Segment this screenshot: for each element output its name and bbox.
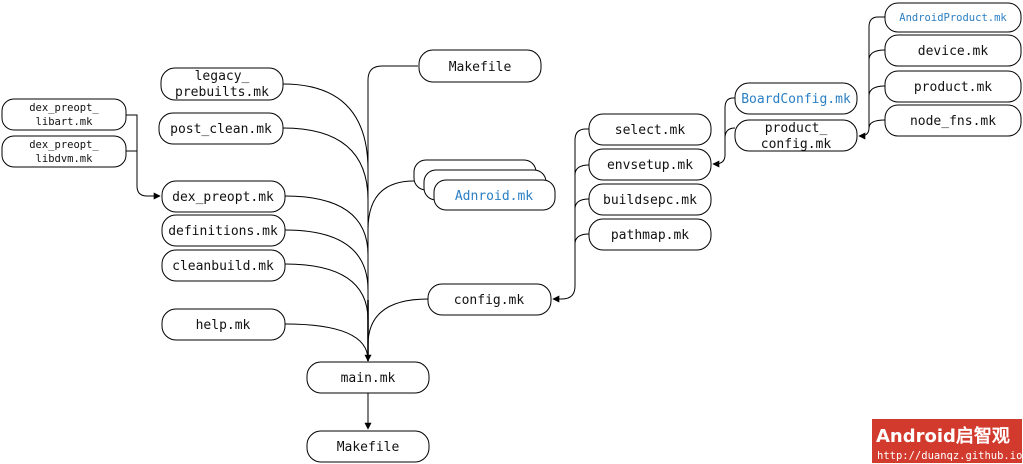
node-dex-preopt-libdvm[interactable]: dex_preopt_ libdvm.mk <box>1 135 127 168</box>
edge-node-fns-to-product-config <box>868 119 886 129</box>
node-post-clean-label: post_clean.mk <box>170 122 272 137</box>
node-dex-preopt-libdvm-label-1: dex_preopt_ <box>29 139 99 151</box>
node-androidproduct[interactable]: AndroidProduct.mk <box>884 2 1022 33</box>
node-boardconfig-label: BoardConfig.mk <box>741 92 851 107</box>
edge-boardconfig-to-envsetup <box>712 97 735 168</box>
node-dex-preopt-libart-label-2: libart.mk <box>36 116 94 128</box>
edge-config-to-main <box>367 298 429 346</box>
node-post-clean[interactable]: post_clean.mk <box>158 112 284 145</box>
node-definitions[interactable]: definitions.mk <box>161 214 286 247</box>
node-dex-preopt[interactable]: dex_preopt.mk <box>161 180 286 213</box>
watermark-url: http://duanqz.github.io <box>877 450 1022 462</box>
edge-cleanbuild-to-main <box>284 263 369 321</box>
edge-select-to-config <box>552 128 589 303</box>
node-makefile-bottom[interactable]: Makefile <box>306 430 430 463</box>
node-dex-preopt-libdvm-label-2: libdvm.mk <box>36 153 94 165</box>
node-envsetup[interactable]: envsetup.mk <box>588 148 712 181</box>
node-product-label: product.mk <box>914 80 992 95</box>
edge-androidproduct-to-product-config <box>858 16 885 140</box>
edge-android-mk-to-main <box>367 180 415 231</box>
edge-help-to-main <box>284 323 369 361</box>
node-pathmap[interactable]: pathmap.mk <box>588 218 712 251</box>
node-product[interactable]: product.mk <box>884 70 1022 103</box>
node-config-label: config.mk <box>454 293 525 308</box>
edge-product-to-product-config <box>868 85 886 97</box>
node-main[interactable]: main.mk <box>306 361 430 394</box>
node-dex-preopt-libart[interactable]: dex_preopt_ libart.mk <box>1 98 127 131</box>
edge-buildspec-to-config <box>574 198 590 210</box>
edge-post-clean-to-main <box>282 127 369 201</box>
edge-definitions-to-main <box>284 229 369 291</box>
node-node-fns[interactable]: node_fns.mk <box>884 104 1022 137</box>
watermark: Android启智观 http://duanqz.github.io <box>872 419 1022 463</box>
node-boardconfig[interactable]: BoardConfig.mk <box>734 82 858 115</box>
node-help-label: help.mk <box>196 318 251 333</box>
node-legacy-prebuilts-label-1: legacy_ <box>195 69 250 84</box>
node-main-label: main.mk <box>341 371 396 386</box>
edge-device-to-product-config <box>868 49 886 61</box>
edge-pathmap-to-config <box>574 233 590 245</box>
node-makefile-top-label: Makefile <box>449 60 512 75</box>
edge-envsetup-to-config <box>574 164 590 176</box>
node-envsetup-label: envsetup.mk <box>607 158 693 173</box>
node-node-fns-label: node_fns.mk <box>910 114 996 129</box>
edge-libart-to-dex-preopt <box>126 114 161 200</box>
node-dex-preopt-label: dex_preopt.mk <box>172 190 274 205</box>
node-legacy-prebuilts-label-2: prebuilts.mk <box>175 85 269 100</box>
node-dex-preopt-libart-label-1: dex_preopt_ <box>29 102 99 114</box>
node-pathmap-label: pathmap.mk <box>611 228 689 243</box>
node-device-label: device.mk <box>918 44 989 59</box>
node-product-config-label-1: product_ <box>765 121 828 136</box>
edge-product-config-to-envsetup <box>724 127 736 139</box>
node-help[interactable]: help.mk <box>161 308 286 341</box>
node-buildspec[interactable]: buildsepc.mk <box>588 183 712 216</box>
node-legacy-prebuilts[interactable]: legacy_ prebuilts.mk <box>160 67 284 101</box>
node-product-config[interactable]: product_ config.mk <box>734 119 858 152</box>
node-device[interactable]: device.mk <box>884 34 1022 67</box>
node-buildspec-label: buildsepc.mk <box>603 193 697 208</box>
node-config[interactable]: config.mk <box>427 283 552 316</box>
edges <box>126 16 886 430</box>
node-cleanbuild-label: cleanbuild.mk <box>172 259 274 274</box>
edge-dex-preopt-to-main <box>284 195 369 256</box>
edge-legacy-prebuilts-to-main <box>282 83 369 171</box>
node-definitions-label: definitions.mk <box>168 224 278 239</box>
node-select-label: select.mk <box>615 123 686 138</box>
node-android-mk-label: Adnroid.mk <box>455 189 533 204</box>
node-select[interactable]: select.mk <box>588 113 712 146</box>
node-android-mk-stack[interactable]: Adnroid.mk <box>413 159 556 211</box>
node-cleanbuild[interactable]: cleanbuild.mk <box>161 249 286 282</box>
watermark-title: Android启智观 <box>876 425 1010 447</box>
node-androidproduct-label: AndroidProduct.mk <box>899 12 1007 24</box>
node-product-config-label-2: config.mk <box>761 137 832 152</box>
node-makefile-top[interactable]: Makefile <box>418 49 542 83</box>
node-makefile-bottom-label: Makefile <box>337 440 400 455</box>
edge-makefile-top-to-main <box>367 65 418 355</box>
